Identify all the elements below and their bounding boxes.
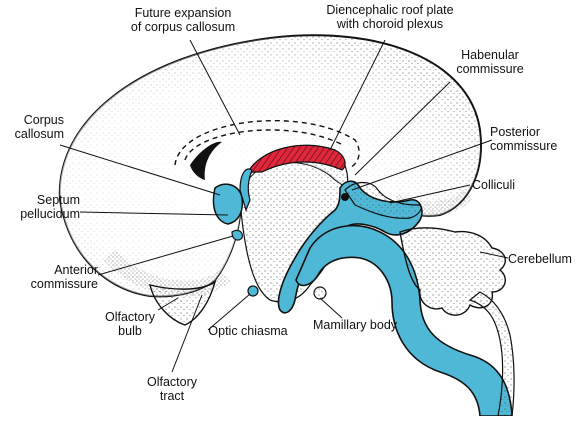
optic-chiasma-shape	[247, 285, 259, 297]
leader-lines	[59, 39, 509, 373]
posterior-commissure-shape	[341, 193, 349, 201]
corpus-callosum-shape	[190, 141, 222, 180]
label-olfactory-tract: Olfactory tract	[146, 375, 197, 403]
label-mamillary-body: Mamillary body	[312, 318, 398, 332]
label-olfactory-bulb: Olfactory bulb	[104, 310, 155, 338]
label-colliculi: Colliculi	[472, 178, 516, 192]
future-callosum-outline	[174, 119, 360, 169]
cerebral-hemisphere	[58, 34, 482, 298]
olfactory-structures	[149, 280, 217, 326]
label-future-expansion: Future expansion of corpus callosum	[130, 6, 236, 34]
label-habenular-commissure: Habenular commissure	[456, 48, 524, 76]
choroid-plexus	[246, 144, 346, 173]
label-optic-chiasma: Optic chiasma	[208, 324, 288, 338]
mamillary-body-shape	[313, 286, 327, 300]
label-anterior-commissure: Anterior commissure	[30, 263, 98, 291]
label-posterior-commissure: Posterior commissure	[490, 125, 558, 153]
label-cerebellum: Cerebellum	[508, 252, 572, 266]
label-septum-pellucidum: Septum pellucidum	[20, 193, 80, 221]
label-corpus-callosum: Corpus callosum	[14, 113, 64, 141]
label-diencephalic-roof: Diencephalic roof plate with choroid ple…	[326, 3, 454, 31]
